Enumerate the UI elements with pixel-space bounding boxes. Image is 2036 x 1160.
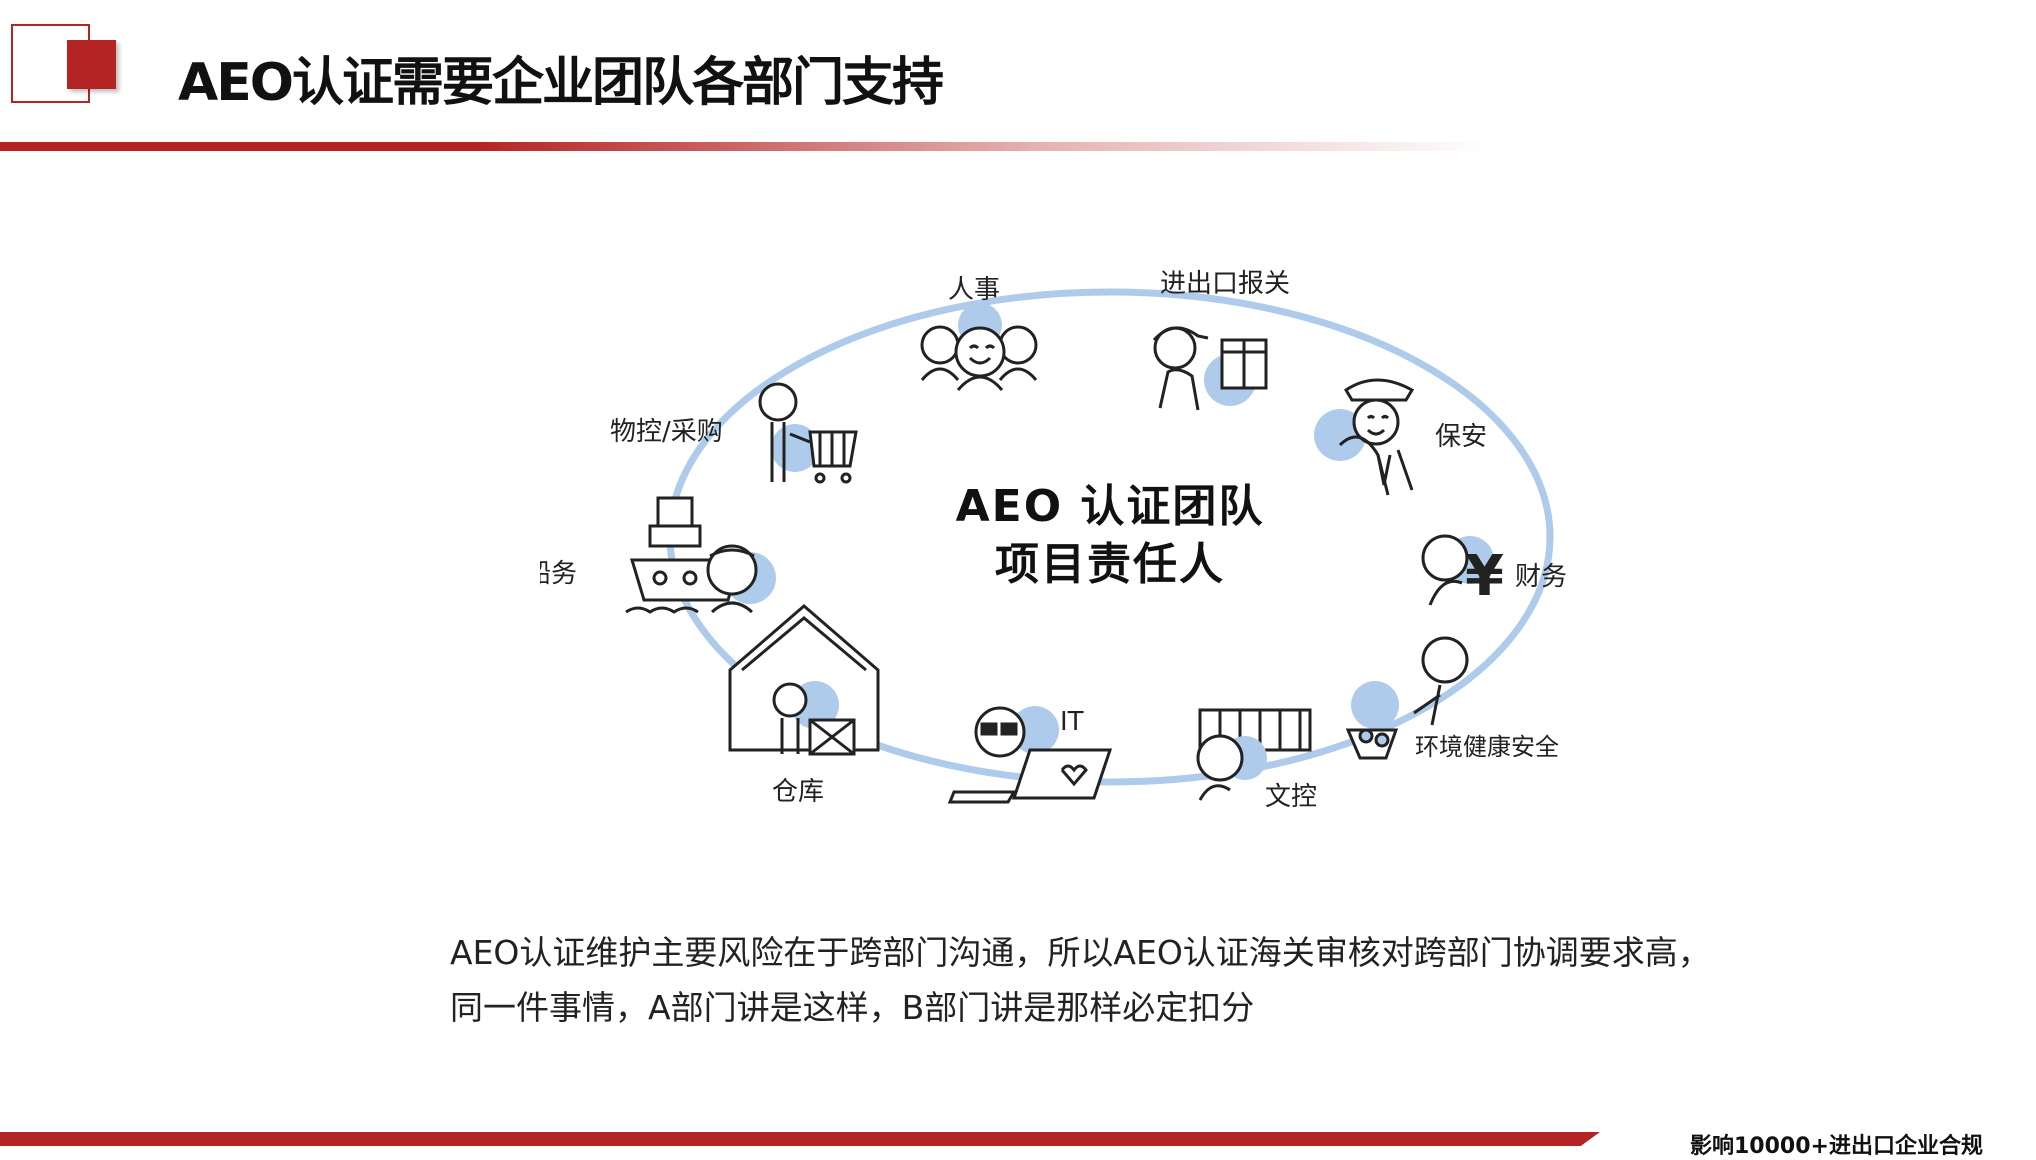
- logo-square: [67, 40, 116, 89]
- dept-label-shipping: 船务: [540, 559, 577, 589]
- diagram-center-label: AEO 认证团队 项目责任人: [920, 478, 1300, 594]
- diagram-canvas: 人事 进出口报关 保安 ¥ 财务: [540, 269, 1567, 812]
- ship-icon: [625, 496, 776, 614]
- dept-label-customs: 进出口报关: [1160, 269, 1290, 299]
- svg-text:¥: ¥: [1465, 544, 1504, 609]
- header-divider: [0, 142, 1490, 151]
- people-icon: [920, 303, 1038, 391]
- security-guard-icon: [1314, 378, 1415, 496]
- shopping-cart-icon: [758, 382, 858, 484]
- dept-label-procurement: 物控/采购: [610, 417, 723, 447]
- dept-label-doc-control: 文控: [1265, 782, 1317, 812]
- description-line-1: AEO认证维护主要风险在于跨部门沟通，所以AEO认证海关审核对跨部门协调要求高，: [450, 933, 1711, 972]
- center-line-2: 项目责任人: [995, 539, 1225, 590]
- page-title: AEO认证需要企业团队各部门支持: [178, 53, 944, 113]
- dept-label-security: 保安: [1435, 422, 1487, 452]
- document-control-icon: [1196, 708, 1312, 801]
- footer-slogan: 影响10000+进出口企业合规: [1690, 1134, 1983, 1159]
- dept-label-hr: 人事: [948, 275, 1000, 305]
- center-line-1: AEO 认证团队: [955, 481, 1265, 532]
- description-line-2: 同一件事情，A部门讲是这样，B部门讲是那样必定扣分: [450, 988, 1255, 1027]
- warehouse-icon: [728, 604, 880, 756]
- recycling-icon: [1345, 636, 1469, 760]
- customs-courier-icon: [1152, 326, 1268, 411]
- laptop-icon: [947, 706, 1113, 804]
- dept-label-ehs: 环境健康安全: [1415, 733, 1559, 761]
- aeo-team-diagram: 人事 进出口报关 保安 ¥ 财务: [540, 240, 1680, 840]
- dept-label-warehouse: 仓库: [772, 777, 824, 807]
- dept-label-finance: 财务: [1515, 562, 1567, 592]
- dept-label-it: IT: [1060, 707, 1084, 737]
- footer-bar: [0, 1132, 1600, 1146]
- finance-yen-icon: ¥: [1421, 534, 1504, 609]
- description-text: AEO认证维护主要风险在于跨部门沟通，所以AEO认证海关审核对跨部门协调要求高，…: [450, 925, 1800, 1035]
